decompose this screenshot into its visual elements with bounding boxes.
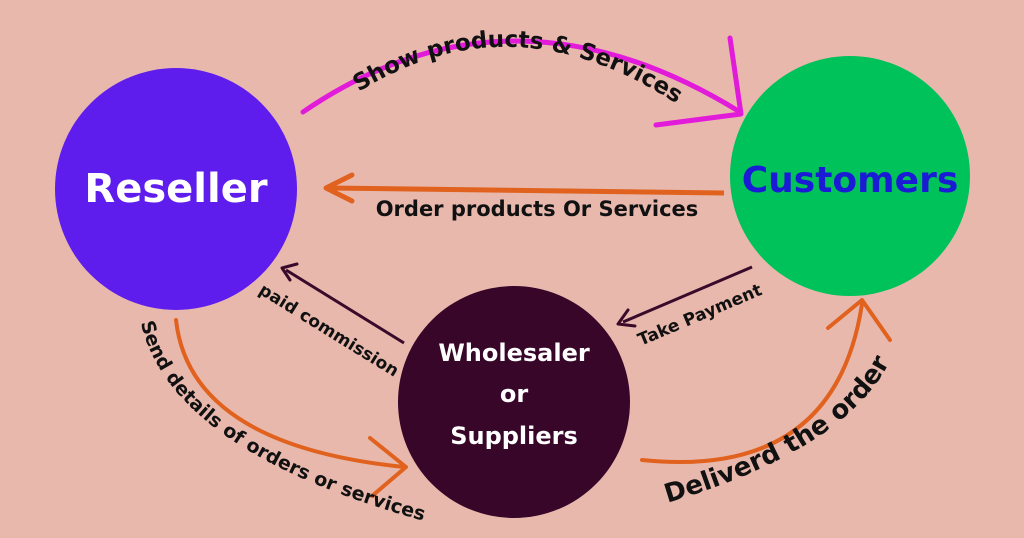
order-arrow-head bbox=[323, 172, 355, 204]
payment-arrow-head bbox=[616, 308, 637, 328]
payment-arrow bbox=[622, 265, 753, 324]
send-arrow bbox=[174, 318, 406, 469]
paid-arrow bbox=[285, 268, 405, 345]
wholesaler-label-line2: or bbox=[500, 380, 528, 408]
reseller-node bbox=[55, 68, 297, 310]
wholesaler-label-line1: Wholesaler bbox=[438, 339, 590, 367]
payment-label: Take Payment bbox=[635, 280, 765, 350]
paid-arrow-head bbox=[280, 262, 299, 282]
deliver-arrow-head bbox=[826, 298, 892, 342]
customers-node bbox=[730, 56, 970, 296]
deliver-arrow bbox=[640, 302, 864, 465]
customers-label: Customers bbox=[742, 160, 959, 201]
wholesaler-label-line3: Suppliers bbox=[450, 422, 578, 450]
show-label: Show products & Services bbox=[349, 27, 688, 109]
show-arrow bbox=[300, 38, 743, 115]
order-arrow bbox=[329, 185, 725, 196]
order-label: Order products Or Services bbox=[376, 197, 699, 221]
send-arrow-head bbox=[368, 436, 408, 498]
show-arrow-head bbox=[653, 35, 744, 128]
send-label: Send details of orders or services bbox=[136, 318, 428, 525]
deliver-label: Deliverd the order bbox=[661, 350, 896, 509]
reseller-label: Reseller bbox=[84, 166, 267, 212]
wholesaler-node bbox=[398, 286, 630, 518]
